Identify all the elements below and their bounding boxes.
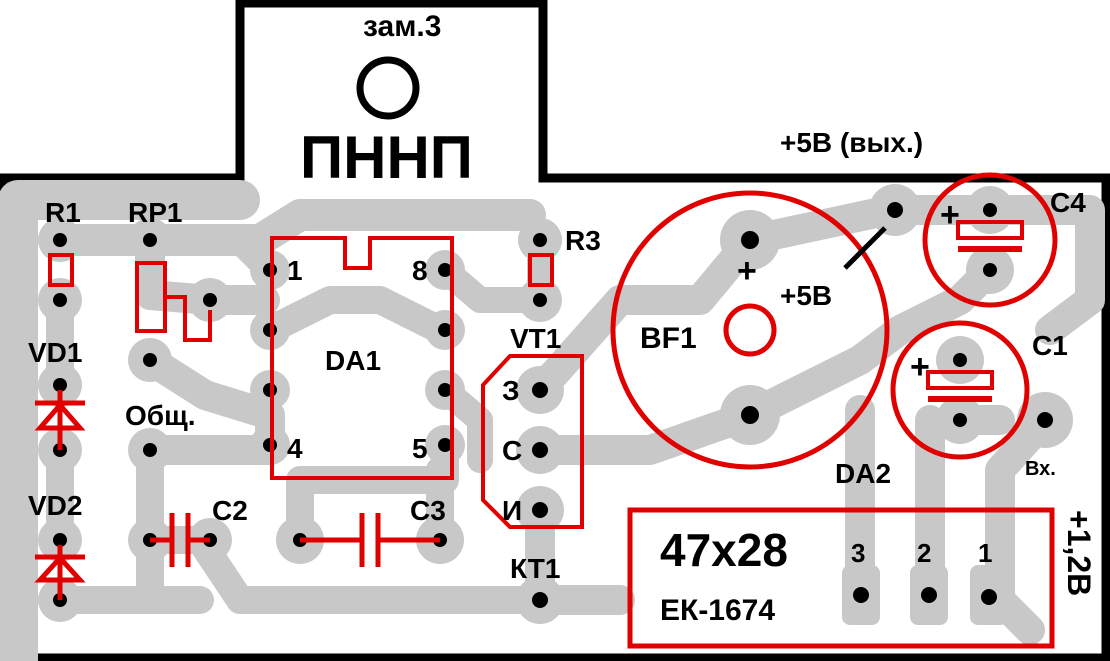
transistor-vt1-outline [481, 354, 584, 529]
rp1-label: RP1 [128, 197, 182, 228]
ic-da1-outline [270, 236, 454, 480]
capacitor-c4-outline [922, 172, 1058, 308]
bf1-plus-label: + [737, 252, 757, 290]
vd2-label: VD2 [28, 490, 82, 521]
da1-pin1-label: 1 [287, 255, 303, 286]
resistor-r1-outline [48, 253, 74, 287]
plus5v-label: +5В [780, 280, 832, 311]
board-title: ПННП [300, 124, 473, 191]
input-voltage-label: +1,2В [1061, 510, 1097, 596]
c3-label: C3 [410, 495, 446, 526]
kt1-label: КТ1 [510, 553, 560, 584]
da1-pin8-label: 8 [412, 255, 428, 286]
out5v-label: +5В (вых.) [780, 127, 923, 158]
input-label: Вх. [1025, 458, 1056, 480]
part-number-label: ЕК-1674 [660, 594, 775, 627]
labels: зам.3 ПННП R1 RP1 R3 VD1 VD2 Общ. DA1 1 … [28, 10, 1097, 627]
buzzer-bf1-outline [610, 190, 890, 470]
revision-label: зам.3 [363, 10, 441, 43]
capacitor-c2-symbol [150, 513, 210, 567]
common-label: Общ. [125, 400, 195, 431]
c4-plus-label: + [940, 196, 960, 234]
c1-plus-label: + [910, 348, 930, 386]
mounting-hole [356, 56, 420, 120]
vt1-pin-i-label: И [502, 495, 522, 526]
da2-label: DA2 [835, 458, 891, 489]
c4-label: C4 [1050, 187, 1086, 218]
da1-label: DA1 [325, 345, 381, 376]
da1-pin5-label: 5 [412, 433, 428, 464]
r1-label: R1 [45, 197, 81, 228]
capacitor-c1-outline [890, 320, 1030, 460]
c1-label: C1 [1032, 330, 1068, 361]
r3-label: R3 [565, 225, 601, 256]
board-size-label: 47х28 [660, 524, 788, 576]
diode-vd2-symbol [34, 545, 86, 600]
da2-pin1-label: 1 [978, 538, 992, 568]
vt1-pin-c-label: С [502, 435, 522, 466]
diode-vd1-symbol [34, 390, 86, 450]
resistor-r3-outline [528, 253, 554, 287]
c2-label: C2 [212, 495, 248, 526]
bf1-label: BF1 [640, 322, 697, 355]
vd1-label: VD1 [28, 337, 82, 368]
silkscreen [34, 172, 1058, 649]
vt1-label: VT1 [510, 323, 561, 354]
plus5v-leader [843, 226, 887, 270]
vt1-pin-z-label: З [502, 375, 520, 406]
da2-pin3-label: 3 [851, 538, 865, 568]
regulator-da2-outline [627, 507, 1055, 649]
capacitor-c3-symbol [300, 513, 440, 567]
da1-pin4-label: 4 [287, 433, 303, 464]
da2-pin2-label: 2 [917, 538, 931, 568]
